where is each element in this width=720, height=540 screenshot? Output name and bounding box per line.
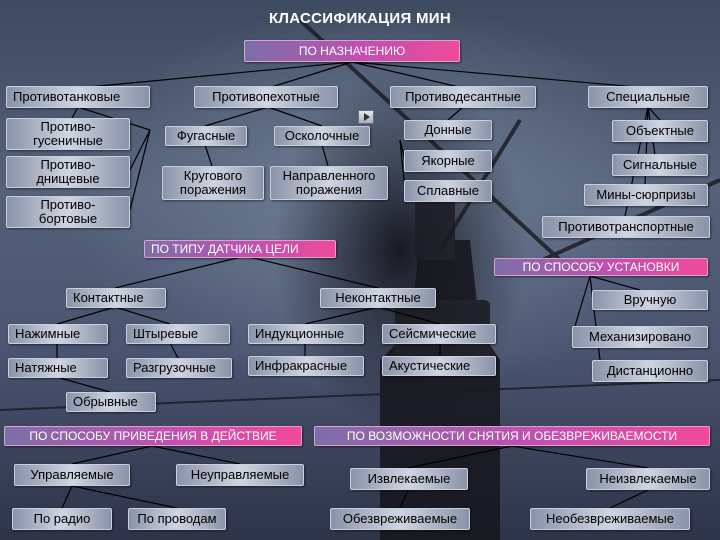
item-wires: По проводам — [128, 508, 226, 530]
item-object: Объектные — [612, 120, 708, 142]
item-non-neutralizable: Необезвреживаемые — [530, 508, 690, 530]
header-sensor: ПО ТИПУ ДАТЧИКА ЦЕЛИ — [144, 240, 336, 258]
item-break-wire: Обрывные — [66, 392, 156, 412]
item-acoustic: Акустические — [382, 356, 496, 376]
item-antiside: Противо- бортовые — [6, 196, 130, 228]
item-fragmentation: Осколочные — [274, 126, 370, 146]
header-activation: ПО СПОСОБУ ПРИВЕДЕНИЯ В ДЕЙСТВИЕ — [4, 426, 302, 446]
category-antipersonnel: Противопехотные — [194, 86, 338, 108]
category-uncontrolled: Неуправляемые — [176, 464, 304, 486]
header-purpose: ПО НАЗНАЧЕНИЮ — [244, 40, 460, 62]
item-neutralizable: Обезвреживаемые — [330, 508, 470, 530]
item-pressure-release: Разгрузочные — [126, 358, 232, 378]
item-seismic: Сейсмические — [382, 324, 496, 344]
diagram-title: КЛАССИФИКАЦИЯ МИН — [268, 10, 452, 27]
category-nonretrievable: Неизвлекаемые — [586, 468, 710, 490]
item-radio: По радио — [12, 508, 112, 530]
header-removal: ПО ВОЗМОЖНОСТИ СНЯТИЯ И ОБЕЗВРЕЖИВАЕМОСТ… — [314, 426, 710, 446]
item-anchor-mines: Якорные — [404, 150, 492, 172]
item-antibottom: Противо- днищевые — [6, 156, 130, 188]
item-circular: Кругового поражения — [162, 166, 264, 200]
item-infrared: Инфракрасные — [248, 356, 364, 376]
play-button-icon[interactable] — [358, 110, 374, 124]
item-blast: Фугасные — [165, 126, 247, 146]
category-antilanding: Противодесантные — [390, 86, 536, 108]
item-antitrack: Противо- гусеничные — [6, 118, 130, 150]
item-remote: Дистанционно — [592, 360, 708, 382]
item-manual: Вручную — [592, 290, 708, 310]
item-bottom-mines: Донные — [404, 120, 492, 140]
item-tripwire: Натяжные — [8, 358, 108, 378]
category-contact: Контактные — [66, 288, 166, 308]
category-noncontact: Неконтактные — [320, 288, 436, 308]
header-installation: ПО СПОСОБУ УСТАНОВКИ — [494, 258, 708, 276]
category-antitank: Противотанковые — [6, 86, 150, 108]
item-mechanized: Механизировано — [572, 326, 708, 348]
category-retrievable: Извлекаемые — [350, 468, 468, 490]
item-antivehicle: Противотранспортные — [542, 216, 710, 238]
category-controlled: Управляемые — [14, 464, 130, 486]
item-tilt-rod: Штыревые — [126, 324, 230, 344]
item-signal: Сигнальные — [612, 154, 708, 176]
item-induction: Индукционные — [248, 324, 364, 344]
category-special: Специальные — [588, 86, 708, 108]
item-booby-traps: Мины-сюрпризы — [584, 184, 708, 206]
item-floating-mines: Сплавные — [404, 180, 492, 202]
item-directional: Направленного поражения — [270, 166, 388, 200]
item-pressure: Нажимные — [8, 324, 108, 344]
